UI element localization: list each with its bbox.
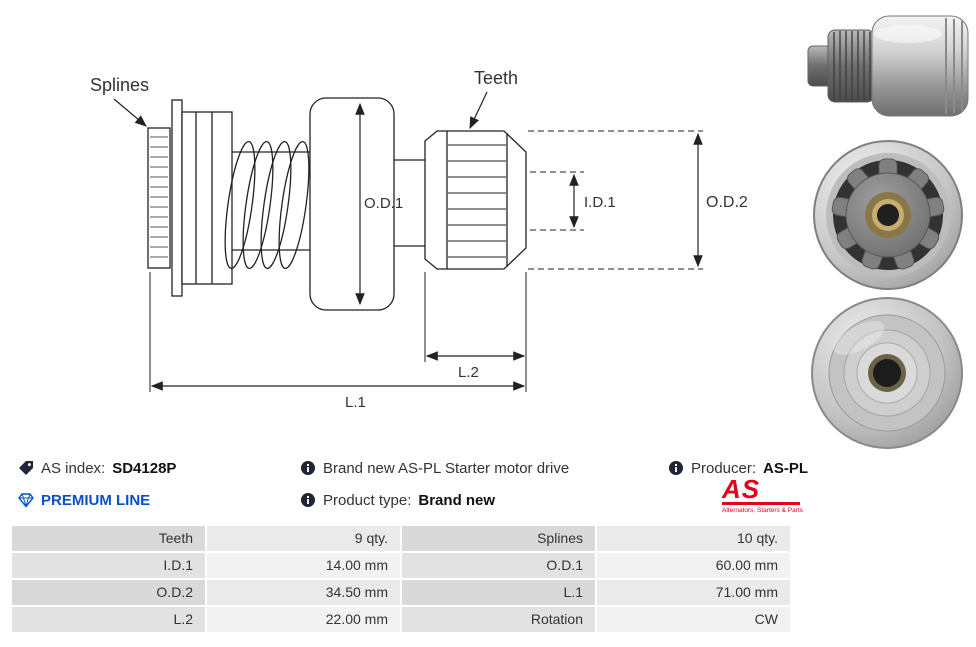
as-pl-logo: AS Alternators, Starters & Parts (722, 474, 803, 514)
as-index-value: SD4128P (112, 459, 177, 477)
as-index-label: AS index: (41, 459, 106, 477)
description-row: Brand new AS-PL Starter motor drive (300, 458, 569, 478)
spec-value-cell: 10 qty. (597, 526, 790, 551)
l1-label: L.1 (345, 394, 366, 411)
producer-value: AS-PL (763, 459, 809, 477)
spec-value-cell: 60.00 mm (597, 553, 790, 578)
spec-value-cell: 14.00 mm (207, 553, 400, 578)
product-type-row: Product type: Brand new (300, 490, 495, 510)
spec-label-cell: O.D.1 (402, 553, 595, 578)
premium-line-row: PREMIUM LINE (18, 490, 150, 510)
producer-row: Producer: AS-PL (668, 458, 808, 478)
l2-label: L.2 (458, 364, 479, 381)
spec-label-cell: L.2 (12, 607, 205, 632)
teeth-label: Teeth (474, 68, 518, 88)
starter-drive-outline (147, 97, 527, 311)
id1-label: I.D.1 (584, 194, 616, 211)
spec-value-cell: 22.00 mm (207, 607, 400, 632)
info-icon (669, 461, 683, 475)
as-pl-logo-bar (722, 502, 800, 505)
splines-label: Splines (90, 75, 149, 95)
product-description: Brand new AS-PL Starter motor drive (323, 459, 570, 477)
product-photo-side-view (800, 8, 976, 122)
diamond-icon (18, 493, 34, 508)
premium-line-label: PREMIUM LINE (41, 491, 151, 509)
info-icon (301, 493, 315, 507)
spec-label-cell: L.1 (402, 580, 595, 605)
spec-label-cell: O.D.2 (12, 580, 205, 605)
product-type-label: Product type: (323, 491, 412, 509)
product-type-value: Brand new (418, 491, 496, 509)
product-photo-front-view (800, 138, 976, 292)
spec-value-cell: 34.50 mm (207, 580, 400, 605)
producer-label: Producer: (691, 459, 757, 477)
spec-label-cell: Rotation (402, 607, 595, 632)
spec-label-cell: I.D.1 (12, 553, 205, 578)
spec-label-cell: Teeth (12, 526, 205, 551)
spec-value-cell: 9 qty. (207, 526, 400, 551)
spec-value-cell: CW (597, 607, 790, 632)
as-pl-logo-text: AS (722, 474, 761, 504)
projection-lines (528, 130, 703, 270)
as-index-row: AS index: SD4128P (18, 458, 176, 478)
spring-coil (224, 140, 310, 270)
od2-label: O.D.2 (706, 194, 748, 211)
dimension-lines (113, 91, 703, 391)
info-icon (301, 461, 315, 475)
technical-drawing: Splines Teeth O.D.1 I.D.1 O.D.2 L.2 L.1 (90, 68, 748, 411)
extension-lines (149, 272, 527, 392)
tag-icon (19, 461, 33, 475)
as-pl-logo-tagline: Alternators, Starters & Parts (722, 507, 803, 514)
product-photo-back-view (797, 296, 976, 450)
spec-value-cell: 71.00 mm (597, 580, 790, 605)
spec-table: Teeth 9 qty. Splines 10 qty. I.D.1 14.00… (12, 526, 790, 632)
gear-teeth (830, 158, 946, 272)
spec-label-cell: Splines (402, 526, 595, 551)
od1-label: O.D.1 (364, 195, 403, 212)
